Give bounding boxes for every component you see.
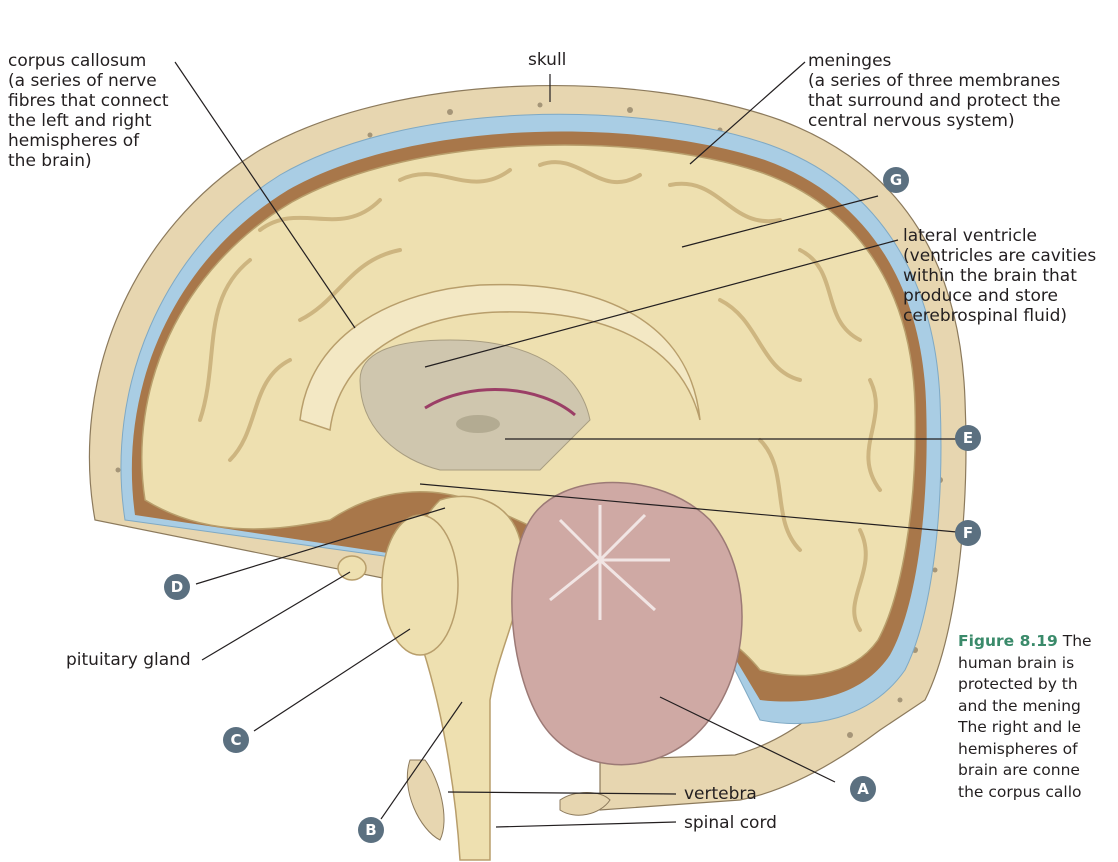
skull-label: skull [528,50,567,70]
meninges-line-3: that surround and protect the [808,91,1061,111]
cerebellum-arbor [549,505,670,620]
meninges-line-2: (a series of three membranes [808,71,1061,91]
caption-text-1: The [1062,632,1092,650]
marker-c: C [223,727,249,753]
pituitary-gland-label: pituitary gland [66,650,191,670]
pituitary-shape [337,555,367,581]
meninges-line-4: central nervous system) [808,111,1015,131]
caption-line-5: The right and le [958,718,1082,736]
vertebra-right [559,792,611,816]
thalamus-core [456,415,500,433]
caption-line-8: the corpus callo [958,782,1082,801]
corpus-callosum-line-4: the left and right [8,111,152,131]
gyri-folds [198,160,882,632]
lateral-ventricle-line-2: (ventricles are cavities [903,246,1097,266]
vertebra-label: vertebra [684,784,757,804]
corpus-callosum-band [299,283,701,432]
lateral-ventricle-label: lateral ventricle (ventricles are caviti… [903,226,1096,326]
corpus-callosum-label: corpus callosum (a series of nerve fibre… [8,51,169,171]
lateral-ventricle-line-3: within the brain that [903,266,1077,286]
corpus-callosum-line-2: (a series of nerve [8,71,157,91]
pons [381,514,459,656]
corpus-callosum-line-1: corpus callosum [8,51,147,71]
caption-line-2: human brain is [958,653,1075,672]
marker-f: F [955,520,981,546]
lateral-ventricle-line-4: produce and store [903,286,1058,306]
caption-line-3: protected by th [958,675,1078,693]
figure-number: Figure 8.19 [958,632,1058,650]
lateral-ventricle-line-1: lateral ventricle [903,226,1037,246]
lateral-ventricle-line-5: cerebrospinal fluid) [903,306,1068,326]
corpus-callosum-line-6: the brain) [8,151,92,171]
spinal-cord-label: spinal cord [684,813,777,833]
marker-g: G [883,167,909,193]
caption-line-6: hemispheres of [958,739,1078,758]
lateral-ventricle-shape [359,339,591,471]
caption-line-7: brain are conne [958,761,1080,779]
marker-b: B [358,817,384,843]
caption-line-1: Figure 8.19 The [958,631,1118,653]
meninges-label: meninges (a series of three membranes th… [808,51,1061,131]
vertebra-left [406,759,445,841]
corpus-callosum-line-3: fibres that connect [8,91,169,111]
leader-lines [174,61,969,828]
figure-caption: Figure 8.19 The human brain is protected… [958,631,1118,803]
fornix-line [424,388,576,417]
corpus-callosum-line-5: hemispheres of [8,131,140,151]
meninges-line-1: meninges [808,51,892,71]
marker-d: D [164,574,190,600]
caption-line-4: and the mening [958,696,1081,715]
cerebellum [511,481,743,766]
marker-e: E [955,425,981,451]
marker-a: A [850,776,876,802]
